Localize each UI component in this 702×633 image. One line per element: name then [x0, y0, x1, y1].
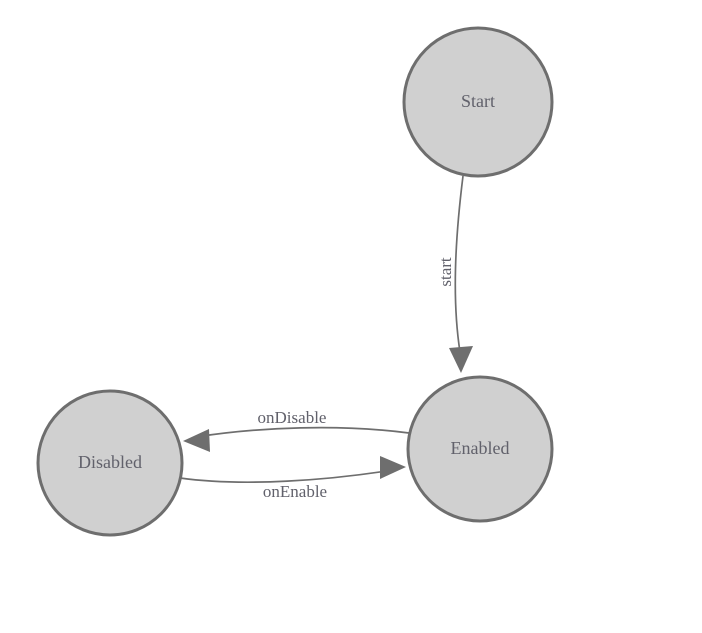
- node-start-circle: [402, 26, 554, 178]
- edge-label-start: start: [436, 257, 455, 287]
- node-disabled-circle: [36, 389, 184, 537]
- node-disabled-label: Disabled: [78, 452, 142, 472]
- edge-label-ondisable: onDisable: [258, 408, 327, 427]
- edge-disabled-to-enabled-path: [179, 469, 394, 483]
- node-start-label: Start: [461, 91, 495, 111]
- node-start[interactable]: Start: [402, 26, 554, 178]
- edge-start-to-enabled-arrowhead: [449, 346, 473, 373]
- edge-enabled-to-disabled-path: [195, 426, 410, 438]
- edge-start-to-enabled[interactable]: start: [436, 175, 473, 373]
- node-disabled[interactable]: Disabled: [36, 389, 184, 537]
- node-enabled-label: Enabled: [451, 438, 510, 458]
- edge-enabled-to-disabled[interactable]: onDisable: [183, 408, 410, 452]
- edge-enabled-to-disabled-arrowhead: [183, 429, 210, 452]
- edge-disabled-to-enabled[interactable]: onEnable: [179, 456, 406, 501]
- node-enabled-circle: [406, 375, 554, 523]
- edge-start-to-enabled-path: [454, 175, 464, 353]
- edge-label-onenable: onEnable: [263, 482, 327, 501]
- edge-disabled-to-enabled-arrowhead: [380, 456, 406, 479]
- node-enabled[interactable]: Enabled: [406, 375, 554, 523]
